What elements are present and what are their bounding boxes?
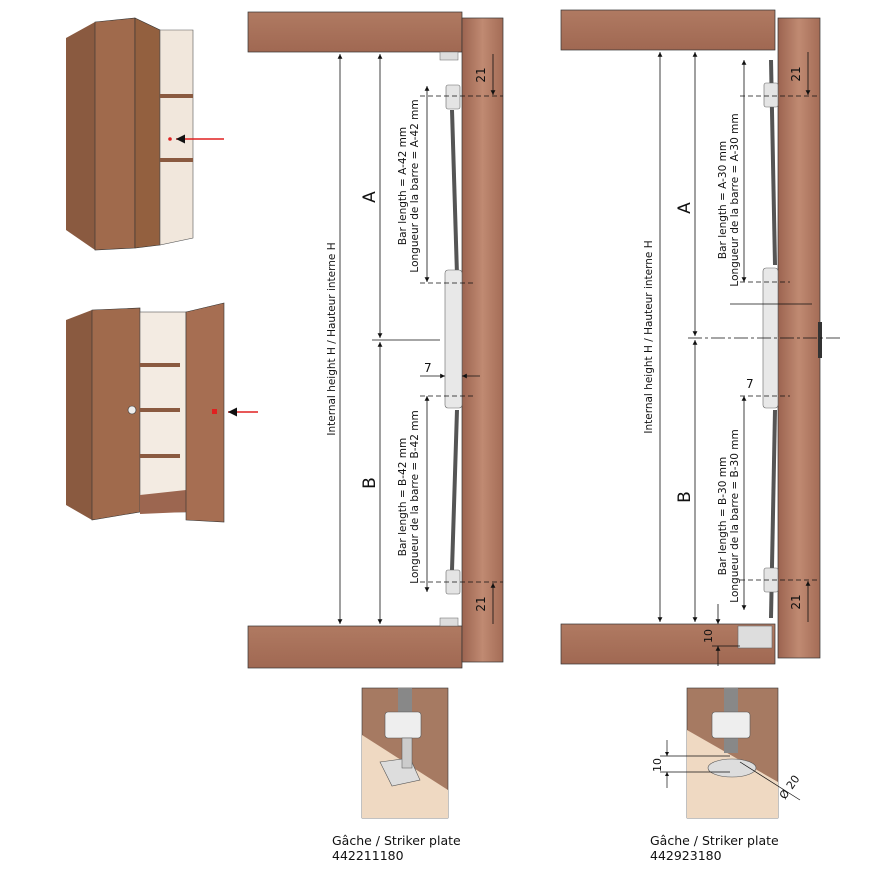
striker-plate-detail-right: 10 Ø 20 bbox=[651, 687, 803, 819]
floor-striker bbox=[737, 625, 773, 649]
caption-right-title: Gâche / Striker plate bbox=[650, 833, 779, 848]
bar-length-a-fr: Longueur de la barre = A-30 mm bbox=[729, 113, 741, 286]
dim-top-21: 21 bbox=[789, 66, 803, 81]
dim-offset-7: 7 bbox=[424, 361, 432, 375]
bar-length-b: Bar length = B-42 mm bbox=[397, 438, 409, 556]
cabinet-open-illustration bbox=[66, 302, 258, 523]
espagnolette-bar bbox=[450, 409, 459, 571]
bar-guide bbox=[445, 84, 461, 110]
caption-left-title: Gâche / Striker plate bbox=[332, 833, 461, 848]
dim-bottom-21: 21 bbox=[474, 596, 488, 611]
espagnolette-bar bbox=[450, 109, 459, 276]
label-b: B bbox=[360, 477, 380, 489]
caption-right-part-number: 442923180 bbox=[650, 848, 722, 863]
door-knob-icon bbox=[127, 405, 137, 415]
internal-height-label: Internal height H / Hauteur interne H bbox=[643, 240, 655, 433]
caption-left: Gâche / Striker plate 442211180 bbox=[332, 833, 461, 863]
bar-guide bbox=[763, 82, 779, 108]
caption-left-part-number: 442211180 bbox=[332, 848, 404, 863]
left-installation-diagram: 21 21 7 Internal height H / Hauteur inte… bbox=[247, 11, 504, 669]
striker-plate-detail-left bbox=[361, 687, 449, 819]
bar-length-a: Bar length = A-42 mm bbox=[397, 127, 409, 245]
bar-length-b-fr: Longueur de la barre = B-30 mm bbox=[729, 429, 741, 602]
bar-length-a: Bar length = A-30 mm bbox=[717, 141, 729, 259]
lock-case bbox=[444, 269, 463, 409]
lock-point-marker bbox=[168, 137, 172, 141]
dim-top-21: 21 bbox=[474, 67, 488, 82]
label-a: A bbox=[360, 191, 380, 203]
dim-floor-10: 10 bbox=[702, 629, 715, 643]
bar-length-b-fr: Longueur de la barre = B-42 mm bbox=[409, 410, 421, 583]
right-installation-diagram: 21 21 7 10 Internal height H / Hauteur i… bbox=[560, 9, 840, 666]
cabinet-closed-illustration bbox=[66, 17, 224, 251]
bar-length-a-fr: Longueur de la barre = A-42 mm bbox=[409, 99, 421, 272]
internal-height-label: Internal height H / Hauteur interne H bbox=[326, 242, 338, 435]
dim-offset-7: 7 bbox=[746, 377, 754, 391]
caption-right: Gâche / Striker plate 442923180 bbox=[650, 833, 779, 863]
dim-bottom-21: 21 bbox=[789, 594, 803, 609]
label-b: B bbox=[675, 491, 695, 503]
dim-diameter-20: Ø 20 bbox=[777, 773, 803, 802]
dim-depth-10: 10 bbox=[651, 758, 664, 772]
bar-length-b: Bar length = B-30 mm bbox=[717, 457, 729, 575]
label-a: A bbox=[675, 202, 695, 214]
